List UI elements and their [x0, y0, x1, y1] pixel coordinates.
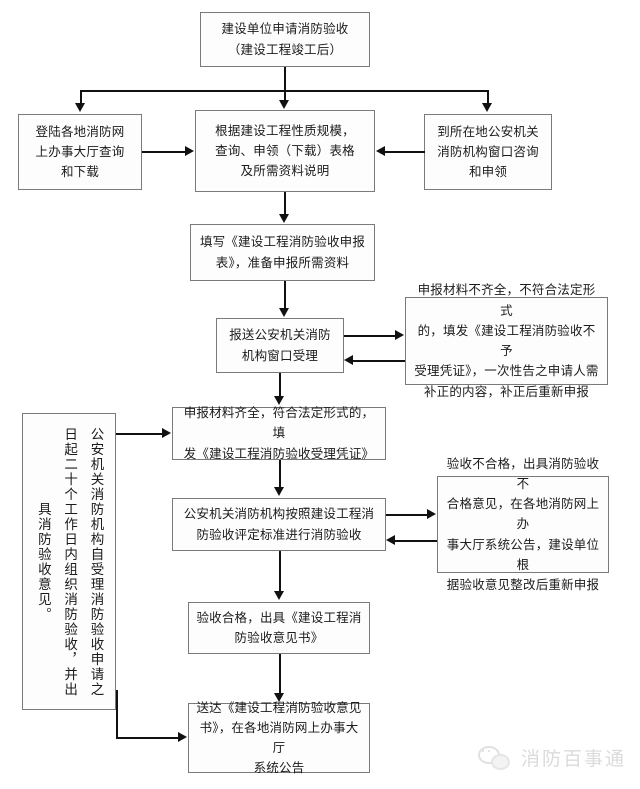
node-submit: 报送公安机关消防 机构窗口受理 — [216, 318, 344, 373]
node-online-query-label: 登陆各地消防网 上办事大厅查询 和下载 — [35, 123, 125, 180]
arrow-timeline-to-accept — [162, 428, 171, 438]
node-fail-result-label: 验收不合格，出具消防验收不 合格意见，在各地消防网上办 事大厅系统公告，建设单位… — [446, 455, 600, 593]
arrow-reject-to-submit — [344, 355, 353, 365]
node-form-query-label: 根据建设工程性质规模， 查询、申领（下载）表格 及所需资料说明 — [215, 122, 355, 179]
wechat-bubble-icon — [477, 745, 512, 770]
connector-submit-to-reject — [344, 335, 396, 337]
arrow-to-online-query — [75, 103, 85, 112]
arrow-submit-to-reject — [395, 330, 404, 340]
node-fill-form-label: 填写《建设工程消防验收申报 表》，准备申报所需资料 — [199, 234, 366, 270]
connector-accept-to-inspection — [279, 460, 281, 488]
node-accept-materials: 申报材料齐全，符合法定形式的，填 发《建设工程消防验收受理凭证》 — [172, 405, 386, 461]
connector-submit-to-accept — [279, 373, 281, 397]
arrow-form-query-to-fill-form — [279, 214, 289, 223]
arrow-inspection-to-fail — [427, 509, 436, 519]
arrow-apply-to-form-query — [279, 100, 289, 109]
arrow-online-query-to-form-query — [185, 146, 194, 156]
connector-fail-to-inspection — [395, 540, 437, 542]
node-reject-materials: 申报材料不齐全，不符合法定形式 的，填发《建设工程消防验收不予 受理凭证》，一次… — [405, 282, 608, 399]
node-accept-materials-label: 申报材料齐全，符合法定形式的，填 发《建设工程消防验收受理凭证》 — [183, 405, 375, 461]
node-inspection-label: 公安机关消防机构按照建设工程消 防验收评定标准进行消防验收 — [183, 506, 375, 542]
node-deliver-label: 送达《建设工程消防验收意见 书》，在各地消防网上办事大厅 系统公告 — [196, 699, 362, 776]
arrow-window-query-to-form-query — [376, 146, 385, 156]
node-deliver: 送达《建设工程消防验收意见 书》，在各地消防网上办事大厅 系统公告 — [188, 700, 370, 775]
node-apply: 建设单位申请消防验收 （建设工程竣工后） — [200, 12, 370, 67]
arrow-accept-to-inspection — [274, 487, 284, 496]
connector-timeline-to-accept — [116, 433, 163, 435]
node-form-query: 根据建设工程性质规模， 查询、申领（下载）表格 及所需资料说明 — [195, 110, 375, 192]
node-fail-result: 验收不合格，出具消防验收不 合格意见，在各地消防网上办 事大厅系统公告，建设单位… — [437, 456, 609, 592]
node-online-query: 登陆各地消防网 上办事大厅查询 和下载 — [18, 114, 142, 190]
watermark-text: 消防百事通 — [520, 748, 626, 770]
node-submit-label: 报送公安机关消防 机构窗口受理 — [229, 327, 331, 363]
connector-window-query-to-form-query — [385, 151, 425, 153]
watermark: 消防百事通 — [477, 744, 626, 771]
arrow-submit-to-accept — [274, 396, 284, 405]
node-window-query: 到所在地公安机关 消防机构窗口咨询 和申领 — [424, 114, 552, 190]
connector-apply-branch-left-drop — [284, 67, 286, 91]
node-timeline-note-label: 公安机关消防机构自受理消防验收申请之日起二十个工作日内组织消防验收，并出具消防验… — [34, 426, 104, 697]
node-reject-materials-label: 申报材料不齐全，不符合法定形式 的，填发《建设工程消防验收不予 受理凭证》，一次… — [414, 282, 599, 399]
node-pass-result-label: 验收合格，出具《建设工程消 防验收意见书》 — [196, 609, 362, 645]
arrow-inspection-to-pass — [274, 591, 284, 600]
arrow-fail-to-inspection — [386, 535, 395, 545]
arrow-to-window-query — [482, 103, 492, 112]
connector-apply-branch-left — [80, 90, 285, 92]
connector-timeline-bottom-stem — [116, 690, 118, 738]
connector-timeline-to-deliver — [116, 737, 179, 739]
node-apply-label: 建设单位申请消防验收 （建设工程竣工后） — [221, 21, 349, 57]
connector-window-query-stem — [487, 90, 489, 104]
arrow-timeline-to-deliver — [178, 732, 187, 742]
connector-inspection-to-pass — [279, 551, 281, 592]
node-window-query-label: 到所在地公安机关 消防机构窗口咨询 和申领 — [437, 123, 539, 180]
connector-form-query-to-fill-form — [284, 192, 286, 215]
arrow-pass-to-deliver — [274, 693, 284, 702]
node-inspection: 公安机关消防机构按照建设工程消 防验收评定标准进行消防验收 — [172, 498, 386, 551]
connector-inspection-to-fail — [386, 514, 428, 516]
connector-reject-to-submit — [353, 360, 405, 362]
arrow-fill-form-to-submit — [279, 308, 289, 317]
node-pass-result: 验收合格，出具《建设工程消 防验收意见书》 — [188, 602, 370, 654]
node-fill-form: 填写《建设工程消防验收申报 表》，准备申报所需资料 — [190, 224, 375, 281]
connector-fill-form-to-submit — [284, 281, 286, 309]
node-timeline-note: 公安机关消防机构自受理消防验收申请之日起二十个工作日内组织消防验收，并出具消防验… — [22, 413, 116, 710]
connector-online-query-stem — [80, 90, 82, 104]
connector-apply-branch-right — [284, 90, 488, 92]
connector-online-query-to-form-query — [142, 151, 186, 153]
connector-pass-to-deliver — [279, 654, 281, 694]
